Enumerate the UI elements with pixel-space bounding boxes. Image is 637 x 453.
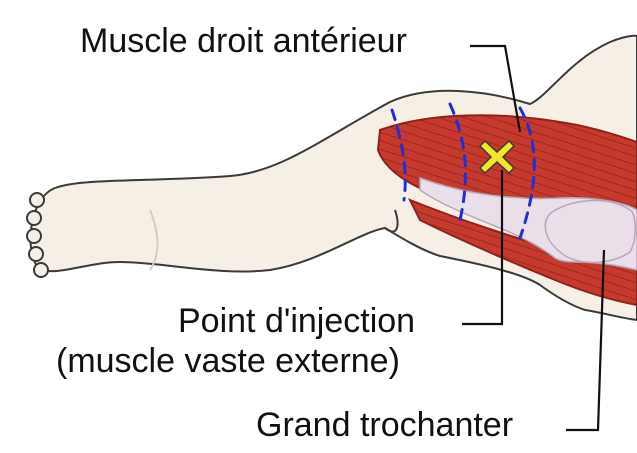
injection-point-label: Point d'injection	[178, 302, 415, 340]
greater-trochanter-label: Grand trochanter	[256, 406, 513, 444]
injection-point-detail-label: (muscle vaste externe)	[56, 342, 400, 380]
rectus-femoris-label: Muscle droit antérieur	[80, 22, 407, 60]
